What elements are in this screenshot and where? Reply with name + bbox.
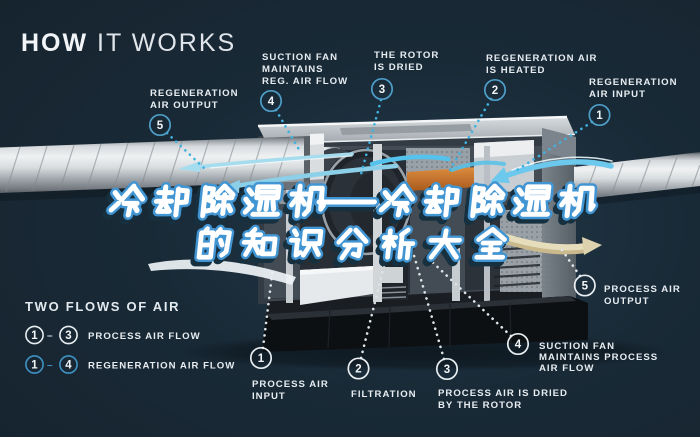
svg-text:FILTRATION: FILTRATION xyxy=(351,389,417,400)
svg-text:2: 2 xyxy=(355,364,361,376)
svg-text:PROCESS AIR FLOW: PROCESS AIR FLOW xyxy=(88,331,201,342)
svg-text:IS HEATED: IS HEATED xyxy=(486,65,545,76)
svg-text:PROCESS AIR IS DRIED: PROCESS AIR IS DRIED xyxy=(438,388,568,399)
svg-text:1: 1 xyxy=(596,110,603,122)
svg-text:1: 1 xyxy=(31,330,38,342)
svg-text:3: 3 xyxy=(65,330,71,342)
svg-text:HOW IT WORKS: HOW IT WORKS xyxy=(21,29,236,57)
svg-text:5: 5 xyxy=(157,120,164,132)
svg-text:4: 4 xyxy=(268,96,275,108)
svg-text:REGENERATION: REGENERATION xyxy=(589,77,678,88)
svg-text:–: – xyxy=(47,360,53,371)
svg-text:3: 3 xyxy=(444,364,450,376)
svg-text:–: – xyxy=(47,331,53,342)
svg-text:SUCTION FAN: SUCTION FAN xyxy=(262,52,338,63)
svg-text:4: 4 xyxy=(515,339,522,351)
svg-text:SUCTION FAN: SUCTION FAN xyxy=(539,341,615,352)
svg-text:REGENERATION: REGENERATION xyxy=(150,88,239,99)
svg-text:BY THE ROTOR: BY THE ROTOR xyxy=(438,400,522,411)
svg-text:1: 1 xyxy=(31,359,38,371)
svg-text:TWO FLOWS OF AIR: TWO FLOWS OF AIR xyxy=(25,299,180,314)
svg-text:4: 4 xyxy=(65,359,72,371)
svg-text:AIR INPUT: AIR INPUT xyxy=(589,89,646,100)
svg-text:PROCESS AIR: PROCESS AIR xyxy=(252,379,329,390)
svg-text:3: 3 xyxy=(379,84,385,96)
svg-text:INPUT: INPUT xyxy=(252,391,286,402)
svg-text:AIR OUTPUT: AIR OUTPUT xyxy=(150,100,219,111)
svg-text:IS DRIED: IS DRIED xyxy=(374,62,424,73)
svg-text:AIR FLOW: AIR FLOW xyxy=(539,363,594,374)
svg-text:MAINTAINS PROCESS: MAINTAINS PROCESS xyxy=(539,352,658,363)
svg-text:OUTPUT: OUTPUT xyxy=(604,296,649,307)
svg-text:THE ROTOR: THE ROTOR xyxy=(374,50,439,61)
svg-text:REG. AIR FLOW: REG. AIR FLOW xyxy=(262,76,348,87)
svg-text:REGENERATION AIR FLOW: REGENERATION AIR FLOW xyxy=(88,361,235,372)
svg-text:PROCESS AIR: PROCESS AIR xyxy=(604,284,681,295)
svg-text:MAINTAINS: MAINTAINS xyxy=(262,64,324,75)
svg-text:5: 5 xyxy=(582,281,589,293)
svg-text:REGENERATION AIR: REGENERATION AIR xyxy=(486,53,597,64)
svg-text:2: 2 xyxy=(492,85,498,97)
svg-text:1: 1 xyxy=(258,353,265,365)
